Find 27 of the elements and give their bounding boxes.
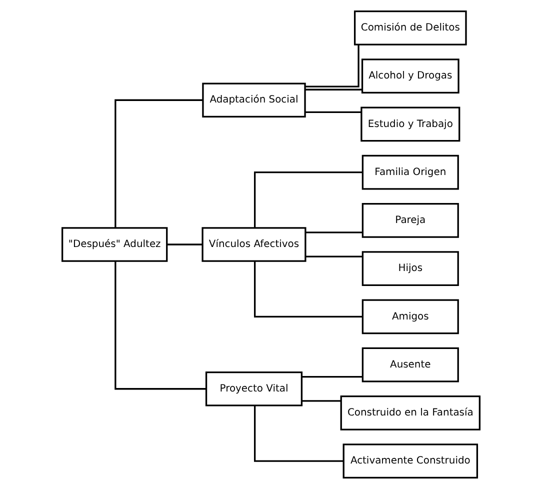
connector [304,88,362,90]
connector [253,261,362,318]
node-box: Adaptación Social [202,82,306,118]
node-box: Ausente [361,347,458,382]
connector [304,44,359,88]
connector [304,111,361,113]
connector [166,244,202,246]
node-box: Vínculos Afectivos [201,227,306,262]
node-box: Amigos [361,299,458,334]
connector [305,232,362,234]
connector [301,376,362,378]
node-box: Estudio y Trabajo [360,106,460,142]
connector [114,261,206,390]
node-box: Pareja [361,203,458,238]
node-box: Proyecto Vital [204,371,302,406]
connector [253,406,343,462]
node-box: Activamente Construido [342,444,478,478]
connector [253,171,362,228]
node-box: Familia Origen [361,154,458,190]
connector [305,256,362,258]
node-box: Comisión de Delitos [353,10,466,46]
node-box: Alcohol y Drogas [360,58,459,94]
node-box: Hijos [361,251,458,286]
connector [114,99,202,228]
node-box: "Después" Adultez [61,227,168,262]
node-box: Construido en la Fantasía [340,396,480,430]
connector [301,400,341,402]
